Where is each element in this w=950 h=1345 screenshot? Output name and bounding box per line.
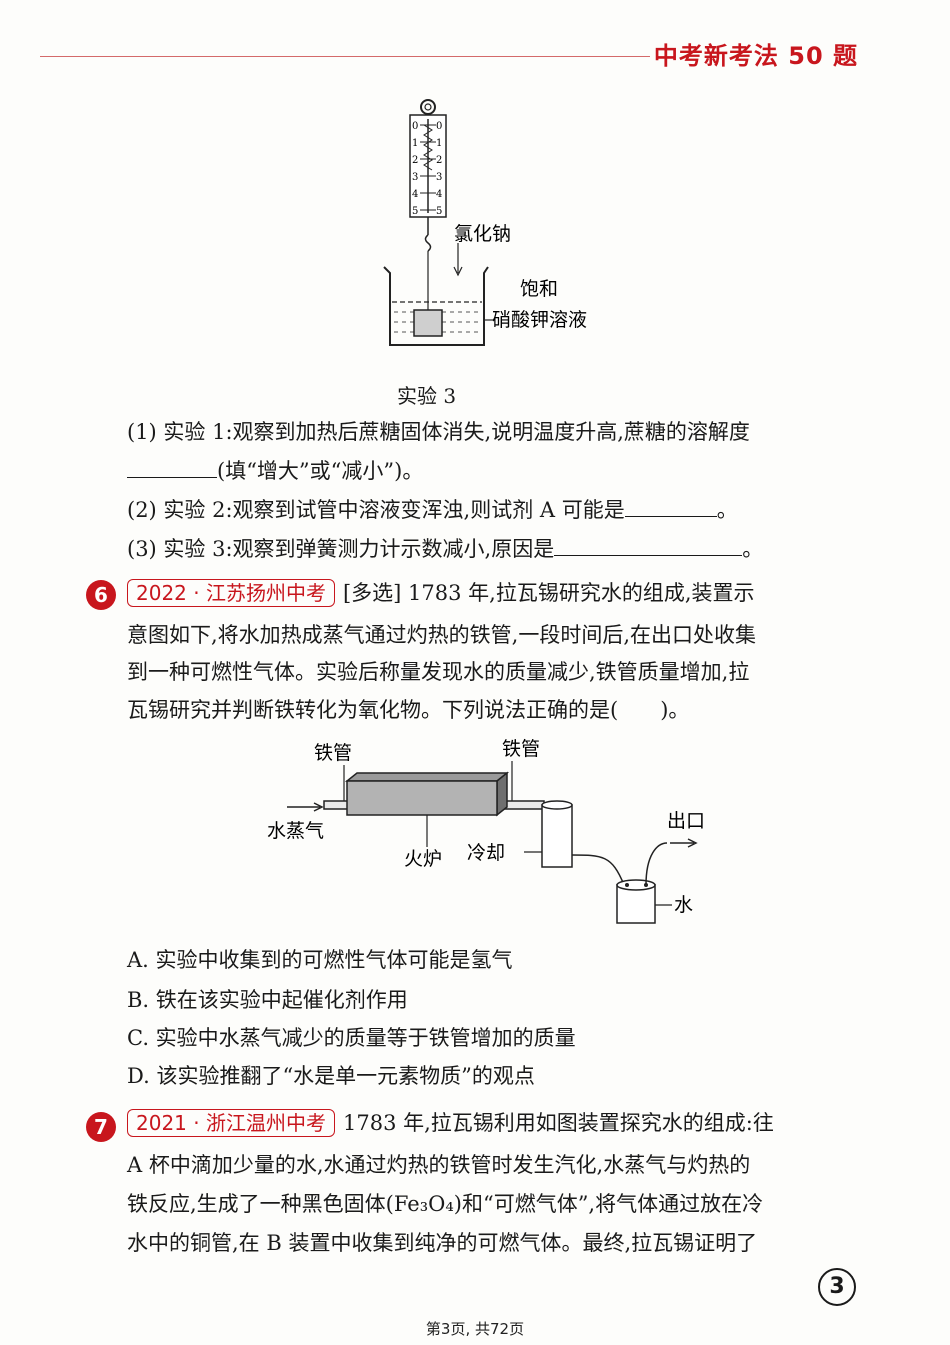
water-collector bbox=[616, 884, 656, 924]
label-saturated: 饱和 bbox=[520, 278, 558, 300]
scale-tick-label: 4 bbox=[412, 189, 418, 200]
scale-tick-label: 5 bbox=[436, 206, 442, 217]
scale-tick-label: 2 bbox=[436, 155, 442, 166]
answer-blank[interactable] bbox=[127, 455, 217, 478]
scale-tick-label: 0 bbox=[412, 121, 418, 132]
svg-text:铁管: 铁管 bbox=[502, 738, 540, 760]
experiment3-figure: 0 0 1 1 2 2 3 3 4 4 5 5 氯化钠 饱和 硝酸钾溶液 bbox=[383, 99, 587, 346]
q5-part3: (3) 实验 3:观察到弹簧测力计示数减小,原因是。 bbox=[127, 533, 763, 564]
furnace bbox=[344, 772, 510, 782]
svg-text:火炉: 火炉 bbox=[404, 848, 442, 870]
scale-ring bbox=[420, 99, 436, 115]
svg-text:铁管: 铁管 bbox=[314, 742, 352, 764]
q6-line1: 2022 · 江苏扬州中考[多选] 1783 年,拉瓦锡研究水的组成,装置示 bbox=[127, 578, 755, 608]
q6-source-tag: 2022 · 江苏扬州中考 bbox=[127, 579, 335, 607]
question-number-7: 7 bbox=[86, 1112, 116, 1142]
scale-tick-label: 5 bbox=[412, 206, 418, 217]
q6-line2: 意图如下,将水加热成蒸气通过灼热的铁管,一段时间后,在出口处收集 bbox=[127, 623, 757, 647]
q5-part1-line1: (1) 实验 1:观察到加热后蔗糖固体消失,说明温度升高,蔗糖的溶解度 bbox=[127, 420, 750, 444]
svg-text:冷却: 冷却 bbox=[467, 842, 505, 864]
q6-option-c[interactable]: C. 实验中水蒸气减少的质量等于铁管增加的质量 bbox=[127, 1026, 576, 1050]
q6-option-d[interactable]: D. 该实验推翻了“水是单一元素物质”的观点 bbox=[127, 1064, 535, 1088]
scale-tick-label: 3 bbox=[436, 172, 442, 183]
figure1-caption: 实验 3 bbox=[397, 384, 457, 408]
svg-text:水: 水 bbox=[674, 894, 693, 916]
lavoisier-apparatus-figure: 铁管 铁管 水蒸气 火炉 冷却 出口 水 bbox=[267, 738, 705, 924]
q5-part2: (2) 实验 2:观察到试管中溶液变浑浊,则试剂 A 可能是。 bbox=[127, 494, 738, 525]
header-rule bbox=[40, 56, 650, 57]
svg-text:出口: 出口 bbox=[667, 810, 705, 832]
q6-line4: 瓦锡研究并判断铁转化为氧化物。下列说法正确的是( )。 bbox=[127, 698, 690, 722]
beaker bbox=[383, 266, 489, 346]
nacl-block bbox=[413, 309, 443, 337]
q6-option-a[interactable]: A. 实验中收集到的可燃性气体可能是氢气 bbox=[127, 948, 513, 972]
q5-part1-line2: (填“增大”或“减小”)。 bbox=[127, 455, 423, 486]
label-solution: 硝酸钾溶液 bbox=[492, 309, 587, 331]
answer-blank[interactable] bbox=[624, 494, 717, 517]
scale-tick-label: 3 bbox=[412, 172, 418, 183]
scale-tick-label: 0 bbox=[436, 121, 442, 132]
q6-option-b[interactable]: B. 铁在该实验中起催化剂作用 bbox=[127, 988, 408, 1012]
label-nacl: 氯化钠 bbox=[454, 223, 511, 245]
cooling-cylinder bbox=[541, 804, 573, 868]
answer-blank[interactable] bbox=[554, 533, 743, 556]
scale-tick-label: 4 bbox=[436, 189, 442, 200]
question-number-6: 6 bbox=[86, 580, 116, 610]
q7-line4: 水中的铜管,在 B 装置中收集到纯净的可燃气体。最终,拉瓦锡证明了 bbox=[127, 1231, 758, 1255]
q7-line2: A 杯中滴加少量的水,水通过灼热的铁管时发生汽化,水蒸气与灼热的 bbox=[127, 1153, 751, 1177]
q7-source-tag: 2021 · 浙江温州中考 bbox=[127, 1109, 335, 1137]
svg-text:水蒸气: 水蒸气 bbox=[267, 820, 324, 842]
page-number-badge: 3 bbox=[818, 1268, 856, 1306]
header-title: 中考新考法 50 题 bbox=[653, 42, 858, 70]
page-footer: 第3页, 共72页 bbox=[425, 1320, 525, 1338]
scale-tick-label: 1 bbox=[436, 138, 442, 149]
scale-tick-label: 2 bbox=[412, 155, 418, 166]
q7-line3: 铁反应,生成了一种黑色固体(Fe₃O₄)和“可燃气体”,将气体通过放在冷 bbox=[127, 1192, 764, 1216]
scale-tick-label: 1 bbox=[412, 138, 418, 149]
q6-line3: 到一种可燃性气体。实验后称量发现水的质量减少,铁管质量增加,拉 bbox=[127, 660, 750, 684]
